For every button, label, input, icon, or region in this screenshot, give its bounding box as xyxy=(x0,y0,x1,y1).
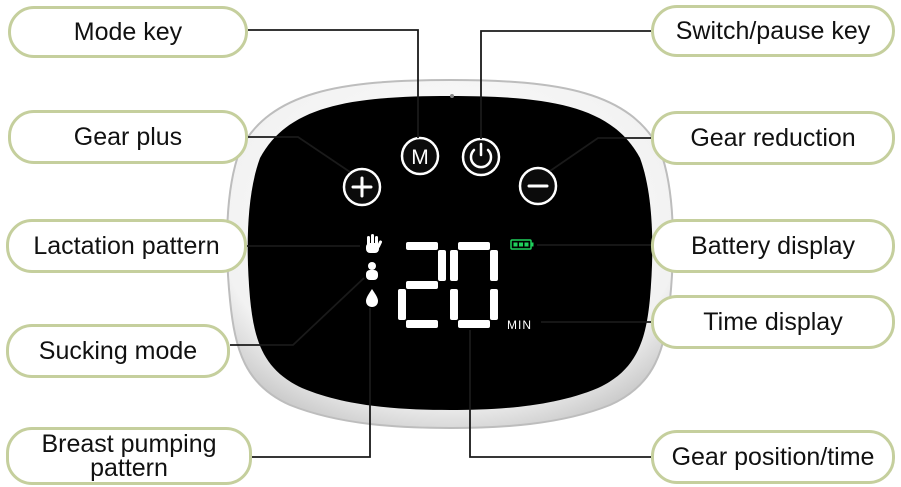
power-icon xyxy=(469,142,493,169)
gear-reduction-button[interactable] xyxy=(518,166,558,206)
digit-segment xyxy=(458,320,490,328)
leader-pumping xyxy=(252,308,371,458)
digit-segment xyxy=(458,242,490,250)
digit-segment xyxy=(406,320,438,328)
leader-gear-position xyxy=(469,330,651,458)
time-unit-label: MIN xyxy=(507,318,532,332)
digit-segment xyxy=(438,250,446,281)
callout-mode-key: Mode key xyxy=(8,6,248,58)
leader-gear-reduction xyxy=(549,137,651,172)
gear-plus-button[interactable] xyxy=(342,167,382,207)
callout-lactation-pattern: Lactation pattern xyxy=(6,219,247,273)
digit-segment xyxy=(490,289,498,320)
drop-icon xyxy=(366,289,378,307)
plus-icon xyxy=(351,176,373,198)
mode-button-label: M xyxy=(411,146,429,169)
baby-icon xyxy=(366,262,378,280)
digit-segment xyxy=(406,281,438,289)
digit-segment xyxy=(450,250,458,281)
callout-time-display: Time display xyxy=(651,295,895,349)
digit-segment xyxy=(398,289,406,320)
callout-gear-position-time: Gear position/time xyxy=(651,430,895,484)
hand-icon xyxy=(366,234,383,253)
digit-segment xyxy=(450,289,458,320)
leader-switch xyxy=(480,30,651,139)
leader-sucking xyxy=(230,277,365,346)
leader-mode xyxy=(248,29,419,138)
callout-breast-pumping-pattern: Breast pumping pattern xyxy=(6,427,252,485)
digit-segment xyxy=(406,242,438,250)
power-button[interactable] xyxy=(461,137,501,177)
timer-digits xyxy=(398,242,498,328)
mode-button[interactable]: M xyxy=(400,136,440,176)
leader-lines xyxy=(230,29,651,458)
callout-switch-pause-key: Switch/pause key xyxy=(651,5,895,57)
battery-icon xyxy=(510,239,534,250)
leader-gear-plus xyxy=(248,136,351,173)
callout-sucking-mode: Sucking mode xyxy=(6,324,230,378)
callout-gear-plus: Gear plus xyxy=(8,110,248,164)
callout-gear-reduction: Gear reduction xyxy=(651,111,895,165)
digit-segment xyxy=(490,250,498,281)
callout-battery-display: Battery display xyxy=(651,219,895,273)
